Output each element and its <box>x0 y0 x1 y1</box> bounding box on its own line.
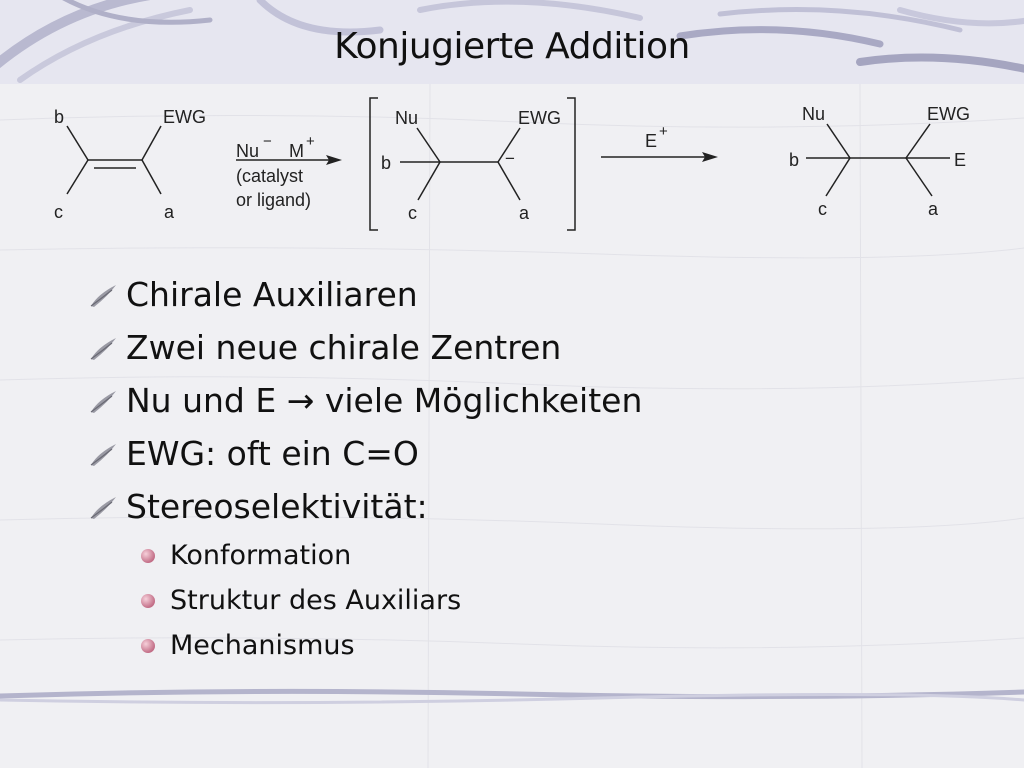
sub-bullet-item: Konformation <box>140 533 848 578</box>
intermediate-label-ewg: EWG <box>518 108 561 128</box>
bullet-list: Chirale Auxiliaren Zwei neue chirale Zen… <box>88 268 848 668</box>
electrophile-label: E <box>645 131 657 151</box>
reactant-label-ewg: EWG <box>163 107 206 127</box>
sub-bullet-text: Mechanismus <box>170 630 355 661</box>
bond-line <box>497 161 521 201</box>
sub-bullet-text: Struktur des Auxiliars <box>170 585 462 616</box>
bullet-text: EWG: oft ein C=O <box>126 434 419 473</box>
bullet-item: Chirale Auxiliaren <box>88 268 848 321</box>
electrophile-charge: + <box>659 123 668 140</box>
sub-bullet-item: Mechanismus <box>140 623 848 668</box>
sub-bullet-list: Konformation Struktur des Auxiliars Mech… <box>88 533 848 668</box>
bond-line <box>417 161 441 201</box>
reactant-label-a: a <box>164 202 175 222</box>
product-label-c: c <box>818 199 827 219</box>
footer-wave-decoration <box>0 688 1024 705</box>
product-label-e: E <box>954 150 966 170</box>
reagent-nu-charge: − <box>263 133 272 150</box>
quill-bullet-icon <box>90 284 116 307</box>
intermediate-label-a: a <box>519 203 530 223</box>
arrowhead-icon <box>702 152 718 162</box>
pink-dot-bullet-icon <box>141 548 155 563</box>
bullet-item: Nu und E → viele Möglichkeiten <box>88 374 848 427</box>
intermediate-label-nu: Nu <box>395 108 418 128</box>
reagent-counterion: M <box>289 141 304 161</box>
pink-dot-bullet-icon <box>141 638 155 653</box>
bond-line <box>826 123 851 159</box>
bullet-item: Stereoselektivität: <box>88 480 848 533</box>
bullet-text: Nu und E → viele Möglichkeiten <box>126 381 643 420</box>
bond-line <box>416 127 441 163</box>
bond-line <box>66 125 89 161</box>
arrowhead-icon <box>326 155 342 165</box>
bond-line <box>141 125 162 161</box>
intermediate-label-c: c <box>408 203 417 223</box>
bond-line <box>825 157 851 197</box>
product-label-ewg: EWG <box>927 104 970 124</box>
quill-bullet-icon <box>90 443 116 466</box>
bond-line <box>66 159 89 195</box>
reagent-note-line2: or ligand) <box>236 190 311 210</box>
reagent-note-line1: (catalyst <box>236 166 303 186</box>
reactant-label-c: c <box>54 202 63 222</box>
product-label-b: b <box>789 150 799 170</box>
sub-bullet-item: Struktur des Auxiliars <box>140 578 848 623</box>
bullet-text: Stereoselektivität: <box>126 487 428 526</box>
pink-dot-bullet-icon <box>141 593 155 608</box>
bond-line <box>905 157 933 197</box>
bullet-item: EWG: oft ein C=O <box>88 427 848 480</box>
title-swoosh-decoration <box>0 0 1024 83</box>
quill-bullet-icon <box>90 390 116 413</box>
bracket-left <box>369 97 378 231</box>
reagent-m-charge: + <box>306 133 315 150</box>
bullet-item: Zwei neue chirale Zentren <box>88 321 848 374</box>
bond-line <box>905 123 931 159</box>
slide-title: Konjugierte Addition <box>334 26 690 67</box>
product-label-a: a <box>928 199 939 219</box>
intermediate-carbanion-charge: − <box>505 149 515 168</box>
quill-bullet-icon <box>90 496 116 519</box>
intermediate-label-b: b <box>381 153 391 173</box>
sub-bullet-text: Konformation <box>170 540 352 571</box>
bracket-right <box>567 97 576 231</box>
reaction-scheme: b EWG c a Nu − M + (catalyst or ligand) … <box>54 97 970 231</box>
bullet-text: Zwei neue chirale Zentren <box>126 328 562 367</box>
bond-line <box>497 127 521 163</box>
product-label-nu: Nu <box>802 104 825 124</box>
title-band: Konjugierte Addition <box>0 0 1024 84</box>
quill-bullet-icon <box>90 337 116 360</box>
bullet-text: Chirale Auxiliaren <box>126 275 418 314</box>
bond-line <box>141 159 162 195</box>
reagent-nucleophile: Nu <box>236 141 259 161</box>
reactant-label-b: b <box>54 107 64 127</box>
